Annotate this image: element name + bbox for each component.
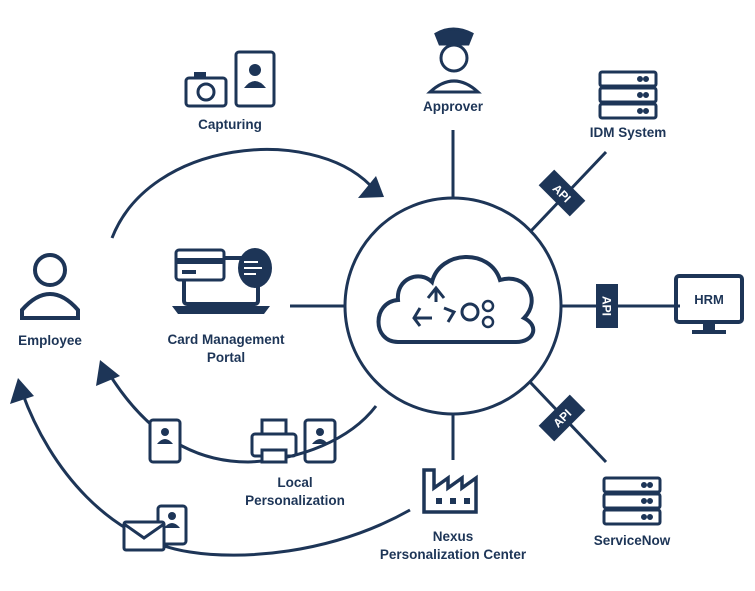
server-rack-icon [598, 70, 658, 120]
person-icon [20, 253, 80, 320]
arrow-local-to-employee [106, 371, 378, 464]
spokes [290, 130, 680, 464]
portal-node: Card Management Portal [167, 248, 285, 365]
capturing-node: Capturing [184, 50, 276, 132]
arrowheads [10, 176, 384, 404]
nexus-label-line1: Nexus [433, 529, 474, 544]
local-node: Local Personalization [245, 418, 345, 508]
idm-node: IDM System [590, 70, 667, 140]
monitor-icon [674, 274, 744, 334]
id-photo-icon [234, 50, 276, 108]
officer-icon [426, 27, 482, 94]
hrm-label: HRM [694, 292, 724, 307]
employee-node: Employee [18, 253, 82, 348]
local-label-line2: Personalization [245, 493, 345, 508]
nexus-node: Nexus Personalization Center [380, 468, 527, 562]
arrowhead-local [96, 360, 120, 386]
api-label-hrm: API [600, 296, 614, 316]
portal-label-line1: Card Management [167, 332, 285, 347]
camera-icon [184, 72, 228, 108]
id-card-icon [303, 418, 337, 464]
servicenow-node: ServiceNow [594, 476, 671, 548]
arrow-capturing-to-hub [110, 148, 372, 239]
portal-label-line2: Portal [207, 350, 245, 365]
api-badge-idm: API [538, 169, 586, 217]
arrowhead-nexus [10, 378, 34, 404]
approver-node: Approver [423, 27, 484, 114]
id-card-icon [148, 418, 182, 464]
approver-label: Approver [423, 99, 484, 114]
hub-circle [343, 196, 563, 416]
arrowhead-hub [358, 176, 384, 198]
idm-label: IDM System [590, 125, 667, 140]
servicenow-label: ServiceNow [594, 533, 671, 548]
factory-icon [422, 468, 478, 514]
api-badge-servicenow: API [538, 394, 586, 442]
mail-card-icon [122, 504, 188, 552]
arrow-nexus-to-employee [20, 391, 411, 557]
local-label-line1: Local [277, 475, 312, 490]
server-rack-icon [602, 476, 662, 526]
hrm-node: HRM [674, 274, 744, 334]
capturing-label: Capturing [198, 117, 262, 132]
laptop-card-icon [172, 248, 272, 314]
nexus-label-line2: Personalization Center [380, 547, 527, 562]
employee-label: Employee [18, 333, 82, 348]
flow-arrows [20, 148, 411, 557]
card-printer-icon [250, 418, 298, 464]
api-badge-hrm: API [596, 284, 618, 328]
cloud-recycle-gears-icon [376, 255, 536, 344]
